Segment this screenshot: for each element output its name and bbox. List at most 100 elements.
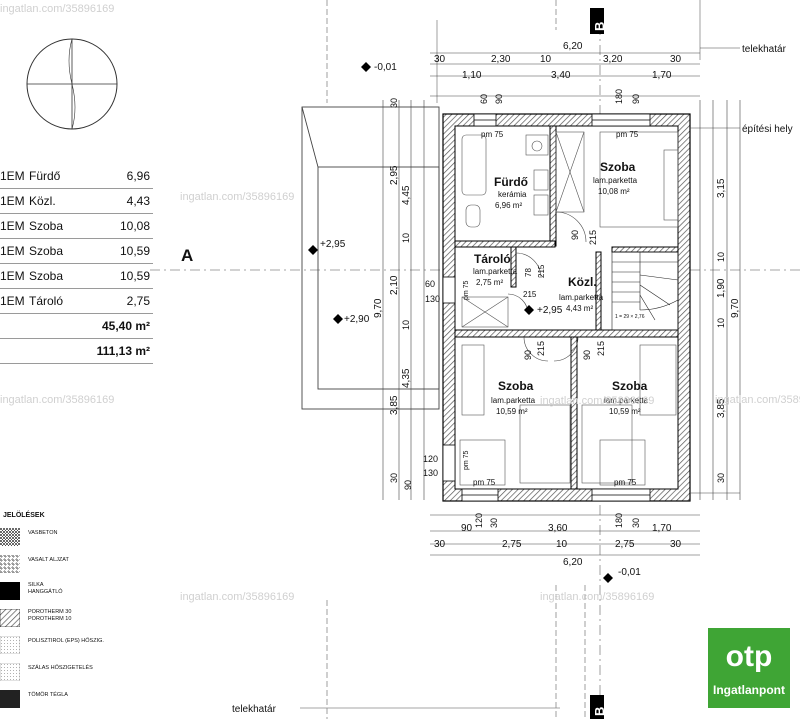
dim-door: 215 [523,290,537,299]
legend-swatch [0,636,20,654]
room-name: Fürdő [29,169,61,183]
room-finish: lam.parketta [491,396,536,405]
section-markers [590,8,604,719]
room-area: 6,96 m² [495,201,522,210]
table-row: 1EM Tároló 2,75 [0,289,153,314]
room-area: 4,43 [126,194,150,208]
legend-label: VASBETON [28,530,58,536]
dim-top-row1: 30 [670,54,682,65]
area-table: 1EM Fürdő 6,96 1EM Közl. 4,43 1EM Szoba … [0,164,153,364]
dim-top-total: 6,20 [563,41,583,52]
table-row: 1EM Szoba 10,08 [0,214,153,239]
staircase [611,251,679,331]
north-arrow-symbol [26,38,118,130]
level-bottom: -0,01 [618,567,641,578]
sill-height-label: pm 75 [463,280,470,300]
legend-label: TÖMÖR TÉGLA [28,692,68,698]
level-ext2: +2,90 [344,314,370,325]
dim-right-mid: 1,90 [716,278,727,298]
terrace [301,106,440,410]
fixtures [459,131,679,486]
watermark: ingatlan.com/35896169 [180,591,294,603]
room-name: Szoba [600,160,636,174]
room-area: 2,75 [126,294,150,308]
room-name: Szoba [29,269,64,283]
room-name: Tároló [474,252,511,266]
telekhatar-bottom: telekhatár [232,704,277,715]
watermark: ingatlan.com/35896169 [540,591,654,603]
dim-right-outer: 9,70 [730,298,741,318]
dim-door: 215 [537,264,546,278]
room-code: 1EM [0,219,25,233]
legend-item: POROTHERM 30 POROTHERM 10 [0,609,140,627]
legend-title: JELÖLÉSEK [3,512,45,519]
dim-door: 78 [524,268,533,277]
room-code: 1EM [0,169,25,183]
watermark: ingatlan.com/35896169 [715,394,800,406]
legend-item: TÖMÖR TÉGLA [0,690,140,708]
room-name: Fürdő [494,175,528,189]
dim-bottom-row2: 30 [670,539,682,550]
room-name: Szoba [612,379,648,393]
dim-top-row1: 30 [434,54,446,65]
dim-right-mid: 3,85 [716,398,727,418]
dim-door: 120 [423,454,438,464]
dim-top-row2: 1,70 [652,70,672,81]
room-name: Közl. [568,275,597,289]
subtotal-row: 45,40 m² [0,314,153,339]
dim-door: 215 [596,341,606,356]
legend-swatch [0,663,20,681]
watermark: ingatlan.com/35896169 [0,3,114,15]
dim-bottom-row2: 2,75 [615,539,635,550]
watermark: ingatlan.com/35896169 [180,191,294,203]
legend-item: SILKA HANGGÁTLÓ [0,582,140,600]
dim-left-bottom: 30 [389,473,399,483]
room-name: Szoba [29,219,64,233]
room-code: 1EM [0,244,25,258]
dim-door: 60 [425,279,435,289]
dim-door: 130 [425,294,440,304]
sill-height-label: pm 75 [481,130,504,139]
legend-item: SZÁLAS HŐSZIGETELÉS [0,663,140,681]
dim-bottom-opening: 30 [631,518,641,528]
telekhatar-top: telekhatár [742,44,787,55]
dim-bottom-row2: 30 [434,539,446,550]
watermark: ingatlan.com/35896169 [0,394,114,406]
dim-left-mid: 4,35 [401,368,412,388]
section-label-b-bottom: B [592,707,607,716]
dim-left-inner: 3,85 [389,395,400,415]
dim-bottom-row1: 1,70 [652,523,672,534]
legend-label: POROTHERM 30 POROTHERM 10 [28,609,72,622]
legend-label: VASALT ALJZAT [28,557,69,563]
otp-ingatlanpont-logo: otp Ingatlanpont [708,628,790,708]
legend-item: VASALT ALJZAT [0,555,140,573]
dim-top-opening: 90 [631,94,641,104]
sill-height-label: pm 75 [473,478,496,487]
room-name: Tároló [29,294,64,308]
total-row: 111,13 m² [0,339,153,364]
room-finish: lam.parketta [559,293,604,302]
room-code: 1EM [0,269,25,283]
watermark: ingatlan.com/35896169 [540,395,654,407]
dim-bottom-opening: 120 [474,513,484,528]
dim-bottom-opening: 180 [614,513,624,528]
table-row: 1EM Közl. 4,43 [0,189,153,214]
room-finish: lam.parketta [604,396,649,405]
level-top: -0,01 [374,62,397,73]
room-code: 1EM [0,194,25,208]
room-area: 4,43 m² [566,304,593,313]
dim-door: 90 [582,350,592,360]
room-area: 10,08 [119,219,150,233]
dim-door: 130 [423,468,438,478]
dim-bottom-row2: 2,75 [502,539,522,550]
room-name: Szoba [498,379,534,393]
legend-swatch [0,609,20,627]
room-finish: lam.parketta [473,267,518,276]
section-label-a: A [181,246,193,265]
table-row: 1EM Fürdő 6,96 [0,164,153,189]
sill-height-label: pm 75 [616,130,639,139]
room-finish: lam.parketta [593,176,638,185]
dim-left-mid: 2,95 [389,165,400,185]
legend-label: POLISZTIROL (EPS) HŐSZIG. [28,638,104,644]
